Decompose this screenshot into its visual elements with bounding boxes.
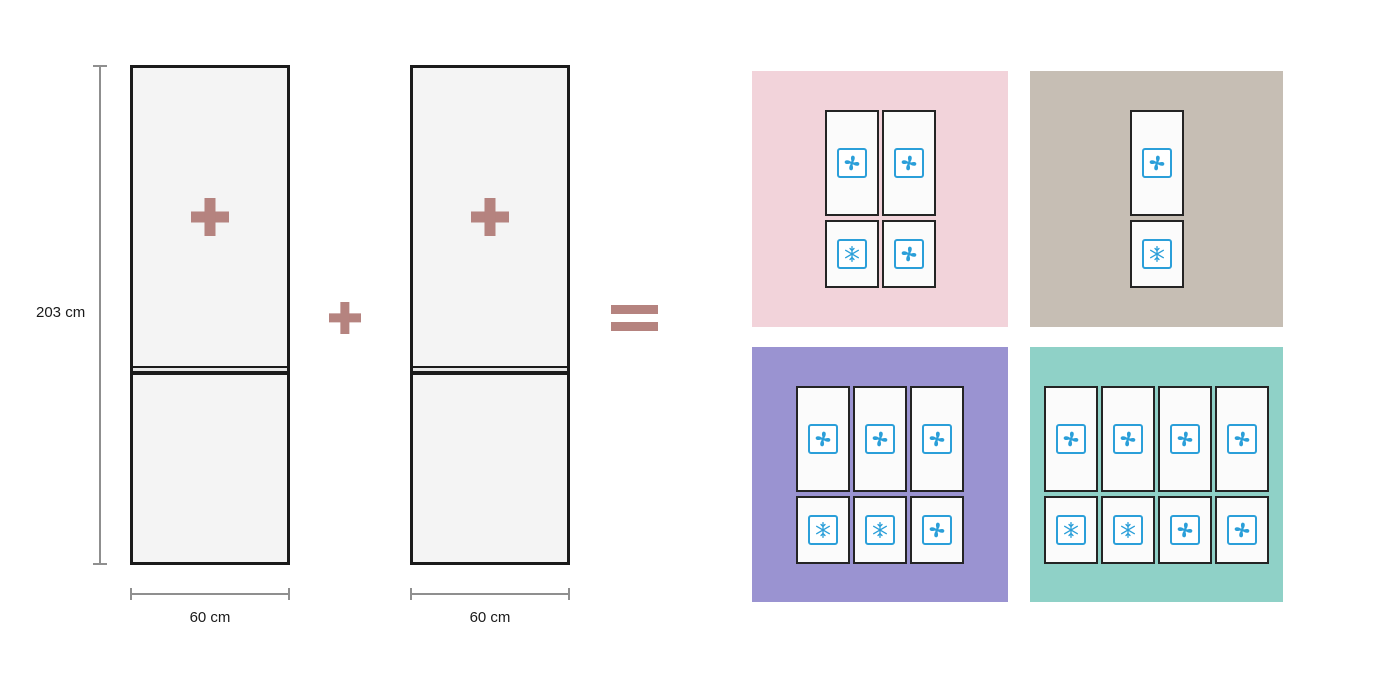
- fridge-combination: [1129, 110, 1184, 288]
- fridge-2: [410, 65, 570, 565]
- snowflake-icon: [808, 514, 838, 545]
- freezer-door: [853, 495, 907, 564]
- fan-icon: [922, 423, 952, 454]
- snowflake-icon: [1056, 514, 1086, 545]
- snowflake-icon: [836, 239, 867, 269]
- fridge-1-freezer-compartment: [133, 375, 287, 562]
- freezer-door-row: [796, 495, 964, 564]
- snowflake-icon: [1113, 514, 1143, 545]
- plus-icon: [471, 198, 509, 236]
- snowflake-icon: [1141, 239, 1172, 269]
- fridge-1: [130, 65, 290, 565]
- freezer-door-row: [1129, 220, 1184, 288]
- result-panel-pink: [752, 71, 1008, 327]
- fridge-door-row: [824, 110, 936, 216]
- fridge-door: [1158, 385, 1212, 492]
- fridge-2-freezer-compartment: [413, 375, 567, 562]
- fridge-1-refrigerator-compartment: [133, 68, 287, 366]
- result-panels-grid: [752, 71, 1283, 602]
- result-panel-teal: [1030, 347, 1283, 602]
- fridge-door: [824, 110, 879, 216]
- fridge-door: [853, 385, 907, 492]
- height-label: 203 cm: [36, 304, 86, 321]
- result-panel-purple: [752, 347, 1008, 602]
- fan-icon: [1141, 148, 1172, 178]
- fridge-2-refrigerator-compartment: [413, 68, 567, 366]
- freezer-door-row: [1044, 495, 1269, 564]
- fridge-door: [881, 110, 936, 216]
- fridge-door: [1215, 385, 1269, 492]
- plus-operator-icon: [329, 302, 361, 334]
- fridge-door: [1044, 385, 1098, 492]
- fan-icon: [836, 148, 867, 178]
- fridge-1-compartment-divider: [133, 366, 287, 375]
- fridge-door-row: [1044, 385, 1269, 492]
- width-label-1: 60 cm: [189, 609, 231, 626]
- plus-icon: [191, 198, 229, 236]
- fan-icon: [865, 423, 895, 454]
- fan-icon: [1170, 514, 1200, 545]
- fridge-door: [1101, 385, 1155, 492]
- freezer-door: [824, 220, 879, 288]
- freezer-door: [1215, 495, 1269, 564]
- height-dimension-line: [93, 65, 107, 565]
- equals-operator-icon: [611, 305, 658, 331]
- freezer-door: [1044, 495, 1098, 564]
- fan-icon: [893, 148, 924, 178]
- width-dimension-line-2: [410, 588, 570, 600]
- fan-icon: [1227, 423, 1257, 454]
- snowflake-icon: [865, 514, 895, 545]
- freezer-door: [910, 495, 964, 564]
- freezer-door: [881, 220, 936, 288]
- freezer-door: [1101, 495, 1155, 564]
- fridge-door: [910, 385, 964, 492]
- width-dimension-line-1: [130, 588, 290, 600]
- fan-icon: [1170, 423, 1200, 454]
- freezer-door: [1158, 495, 1212, 564]
- fan-icon: [893, 239, 924, 269]
- fridge-door: [1129, 110, 1184, 216]
- fan-icon: [922, 514, 952, 545]
- freezer-door: [796, 495, 850, 564]
- fridge-door-row: [1129, 110, 1184, 216]
- freezer-door-row: [824, 220, 936, 288]
- fan-icon: [1227, 514, 1257, 545]
- freezer-door: [1129, 220, 1184, 288]
- result-panel-taupe: [1030, 71, 1283, 327]
- fan-icon: [1056, 423, 1086, 454]
- fridge-combination: [824, 110, 936, 288]
- fan-icon: [1113, 423, 1143, 454]
- fridge-door: [796, 385, 850, 492]
- fridge-combination: [796, 385, 964, 564]
- fridge-combination: [1044, 385, 1269, 564]
- fridge-door-row: [796, 385, 964, 492]
- fridge-2-compartment-divider: [413, 366, 567, 375]
- fan-icon: [808, 423, 838, 454]
- width-label-2: 60 cm: [469, 609, 511, 626]
